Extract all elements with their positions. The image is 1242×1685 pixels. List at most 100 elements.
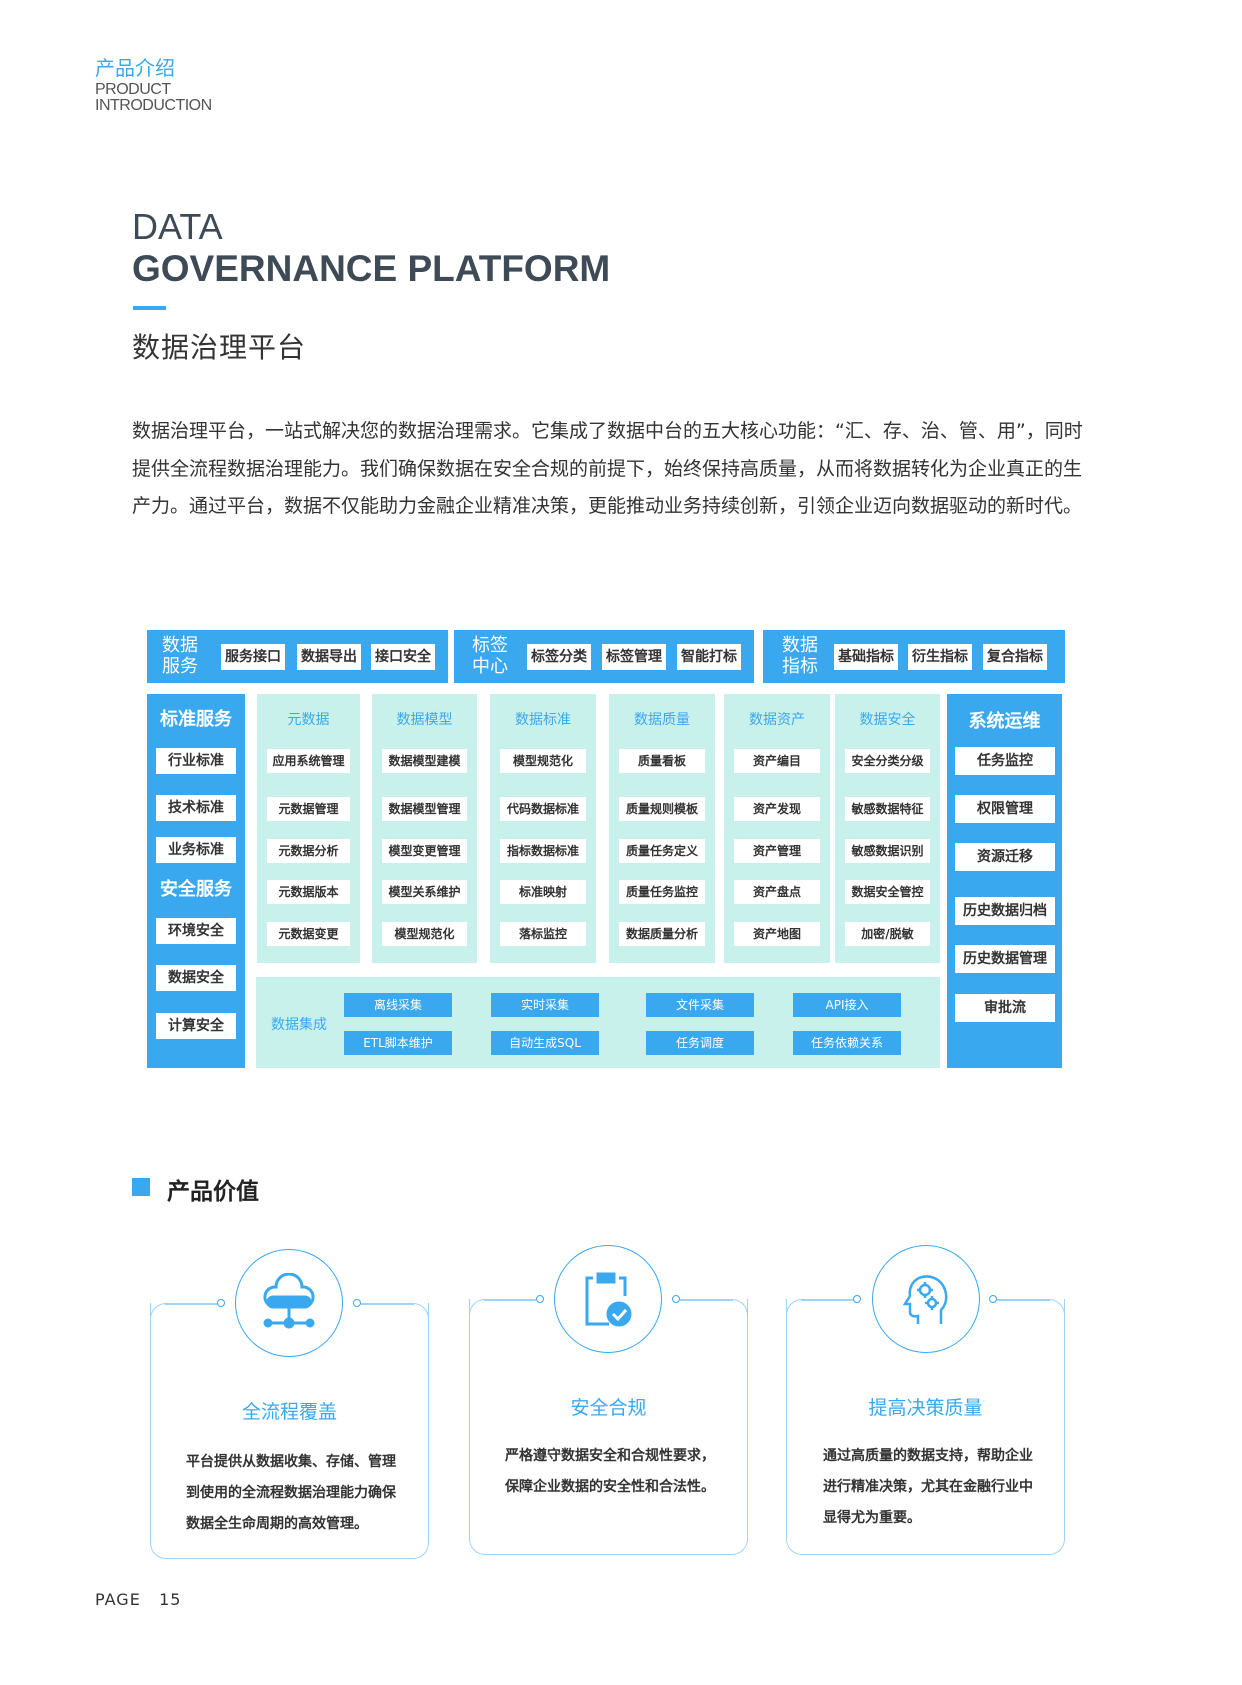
column-item: 数据模型管理 <box>382 797 467 821</box>
card-line: 数据全生命周期的高效管理。 <box>186 1516 368 1532</box>
card-line: 显得尤为重要。 <box>823 1510 921 1526</box>
column-title: 数据模型 <box>396 712 453 728</box>
right-item: 历史数据归档 <box>955 897 1055 925</box>
architecture-diagram: 数据服务 标签中心 数据指标 服务接口 数据导出 接口安全 标签分类 标签管理 … <box>147 630 1065 1070</box>
column-item: 元数据管理 <box>267 797 350 821</box>
column-data-asset <box>724 694 830 963</box>
page-number: 15 <box>159 1590 182 1609</box>
column-title: 数据资产 <box>749 712 805 728</box>
card-line: 进行精准决策，尤其在金融行业中 <box>823 1479 1033 1495</box>
column-item: 模型变更管理 <box>382 839 467 863</box>
column-title: 数据质量 <box>634 712 690 728</box>
column-item: 安全分类分级 <box>845 749 930 773</box>
column-item: 元数据分析 <box>267 839 350 863</box>
card-line: 通过高质量的数据支持，帮助企业 <box>823 1448 1033 1464</box>
chip: 基础指标 <box>834 644 898 670</box>
column-item: 敏感数据识别 <box>845 839 930 863</box>
column-item: 元数据版本 <box>267 880 350 904</box>
page-label: PAGE <box>95 1590 141 1609</box>
column-item: 质量规则模板 <box>619 797 705 821</box>
column-item: 质量看板 <box>619 749 705 773</box>
left-item: 计算安全 <box>156 1013 236 1039</box>
column-item: 资产管理 <box>734 839 820 863</box>
integration-chip: 任务调度 <box>646 1031 754 1055</box>
column-item: 模型规范化 <box>382 922 467 946</box>
column-item: 指标数据标准 <box>500 839 586 863</box>
left-item: 环境安全 <box>156 918 236 944</box>
column-data-security <box>835 694 940 963</box>
section-kicker-cn: 产品介绍 <box>95 56 175 80</box>
integration-chip: 任务依赖关系 <box>793 1031 901 1055</box>
kicker-en-line: PRODUCT <box>95 81 171 98</box>
integration-chip: ETL脚本维护 <box>344 1031 452 1055</box>
column-item: 质量任务定义 <box>619 839 705 863</box>
column-item: 代码数据标准 <box>500 797 586 821</box>
column-item: 资产编目 <box>734 749 820 773</box>
column-title: 元数据 <box>287 712 330 728</box>
card-line: 严格遵守数据安全和合规性要求， <box>505 1448 715 1464</box>
column-item: 落标监控 <box>500 922 586 946</box>
right-item: 权限管理 <box>955 795 1055 823</box>
chip: 复合指标 <box>983 644 1047 670</box>
chip: 智能打标 <box>677 644 741 670</box>
column-item: 模型关系维护 <box>382 880 467 904</box>
section-heading: 产品价值 <box>167 1179 259 1205</box>
group-label: 数据服务 <box>162 635 198 677</box>
column-item: 资产盘点 <box>734 880 820 904</box>
column-metadata <box>257 694 360 963</box>
chip: 接口安全 <box>371 644 435 670</box>
card-body: 通过高质量的数据支持，帮助企业进行精准决策，尤其在金融行业中显得尤为重要。 <box>823 1441 1048 1534</box>
chip: 数据导出 <box>297 644 361 670</box>
title-line2: GOVERNANCE PLATFORM <box>132 248 611 289</box>
title-divider <box>133 306 166 310</box>
cloud-network-icon <box>235 1249 343 1357</box>
card-line: 到使用的全流程数据治理能力确保 <box>186 1485 396 1501</box>
right-item: 历史数据管理 <box>955 945 1055 973</box>
left-heading: 安全服务 <box>160 879 232 900</box>
right-item: 审批流 <box>955 994 1055 1022</box>
head-gears-icon <box>872 1245 980 1353</box>
left-item: 数据安全 <box>156 965 236 991</box>
card-line: 平台提供从数据收集、存储、管理 <box>186 1454 396 1470</box>
column-item: 数据安全管控 <box>845 880 930 904</box>
column-item: 标准映射 <box>500 880 586 904</box>
column-item: 质量任务监控 <box>619 880 705 904</box>
column-data-standard <box>490 694 596 963</box>
column-item: 加密/脱敏 <box>845 922 930 946</box>
chip: 标签管理 <box>602 644 666 670</box>
integration-label: 数据集成 <box>271 1017 327 1033</box>
card-title: 全流程覆盖 <box>241 1401 337 1423</box>
title-line1: DATA <box>132 206 223 247</box>
card-body: 平台提供从数据收集、存储、管理到使用的全流程数据治理能力确保数据全生命周期的高效… <box>186 1447 411 1540</box>
integration-chip: 自动生成SQL <box>491 1031 599 1055</box>
card-line: 保障企业数据的安全性和合法性。 <box>505 1479 715 1495</box>
integration-chip: 离线采集 <box>344 993 452 1017</box>
section-marker <box>132 1178 150 1196</box>
right-item: 任务监控 <box>955 747 1055 775</box>
right-item: 资源迁移 <box>955 843 1055 871</box>
clipboard-check-icon <box>554 1245 662 1353</box>
group-label: 标签中心 <box>472 635 508 677</box>
column-item: 数据模型建模 <box>382 749 467 773</box>
card-title: 安全合规 <box>570 1397 647 1419</box>
column-item: 敏感数据特征 <box>845 797 930 821</box>
intro-paragraph: 数据治理平台，一站式解决您的数据治理需求。它集成了数据中台的五大核心功能：“汇、… <box>132 420 1083 517</box>
group-label: 数据指标 <box>782 635 818 677</box>
left-heading: 标准服务 <box>160 709 232 730</box>
chip: 服务接口 <box>221 644 285 670</box>
integration-chip: 实时采集 <box>491 993 599 1017</box>
chip: 标签分类 <box>527 644 591 670</box>
column-data-quality <box>609 694 715 963</box>
chip: 衍生指标 <box>908 644 972 670</box>
column-item: 应用系统管理 <box>267 749 350 773</box>
left-item: 业务标准 <box>156 837 236 863</box>
left-item: 技术标准 <box>156 795 236 821</box>
column-item: 数据质量分析 <box>619 922 705 946</box>
column-title: 数据标准 <box>515 712 571 728</box>
page-footer: PAGE 15 <box>95 1590 181 1609</box>
integration-chip: API接入 <box>793 993 901 1017</box>
column-item: 模型规范化 <box>500 749 586 773</box>
kicker-en-line: INTRODUCTION <box>95 97 212 114</box>
column-data-model <box>372 694 477 963</box>
